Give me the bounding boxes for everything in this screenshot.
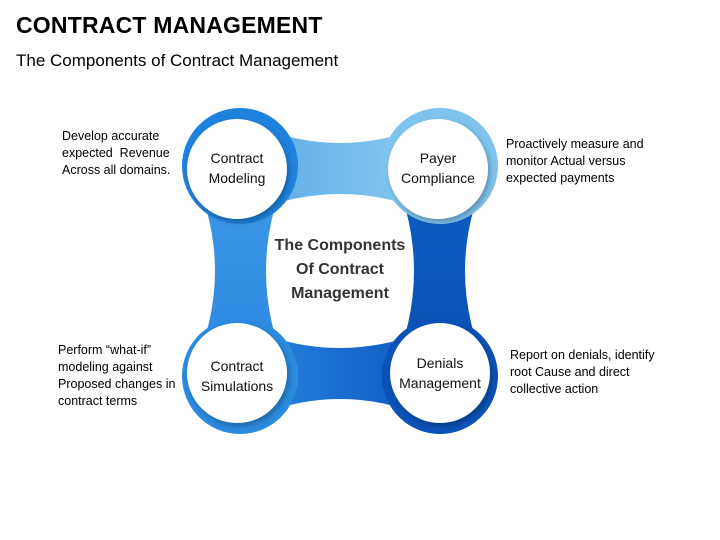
node-label-denials-management: Denials Management [390, 353, 490, 393]
center-label: The Components Of Contract Management [255, 234, 425, 306]
desc-line: contract terms [58, 394, 138, 408]
desc-payer-compliance: Proactively measure and monitor Actual v… [506, 136, 644, 187]
desc-contract-simulations: Perform “what-if” modeling against Propo… [58, 342, 175, 410]
node-label-contract-modeling: Contract Modeling [187, 148, 287, 188]
desc-denials-management: Report on denials, identify root Cause a… [510, 347, 655, 398]
page-title: CONTRACT MANAGEMENT [16, 12, 323, 38]
band-left [190, 166, 290, 376]
node-circle-contract-modeling [187, 119, 287, 219]
desc-line: collective action [510, 382, 599, 396]
node-label-line: Denials [416, 355, 464, 371]
node-label-line: Simulations [200, 378, 274, 394]
node-label-line: Contract [210, 150, 264, 166]
desc-line: Perform “what-if” [58, 343, 152, 357]
desc-line: expected payments [506, 171, 615, 185]
center-label-line: Management [291, 285, 389, 302]
desc-line: Develop accurate [62, 129, 160, 143]
node-circle-denials-management [390, 323, 490, 423]
page-subtitle: The Components of Contract Management [16, 51, 339, 70]
band-right [390, 166, 490, 376]
desc-line: Report on denials, identify [510, 348, 655, 362]
center-label-line: Of Contract [296, 261, 384, 278]
node-label-line: Contract [210, 358, 264, 374]
desc-line: monitor Actual versus [506, 154, 626, 168]
center-label-line: The Components [274, 237, 406, 254]
desc-line: root Cause and direct [510, 365, 630, 379]
node-circle-payer-compliance [388, 119, 488, 219]
node-label-line: Payer [419, 150, 457, 166]
desc-line: Proposed changes in [58, 377, 176, 391]
node-label-line: Management [399, 375, 481, 391]
node-label-line: Compliance [401, 170, 475, 186]
desc-line: Proactively measure and [506, 137, 644, 151]
node-label-line: Modeling [208, 170, 266, 186]
node-circle-contract-simulations [187, 323, 287, 423]
node-label-payer-compliance: Payer Compliance [388, 148, 488, 188]
node-label-contract-simulations: Contract Simulations [187, 356, 287, 396]
desc-line: modeling against [58, 360, 153, 374]
desc-line: Across all domains. [62, 163, 171, 177]
desc-contract-modeling: Develop accurate expected Revenue Across… [62, 128, 170, 179]
desc-line: expected Revenue [62, 146, 170, 160]
